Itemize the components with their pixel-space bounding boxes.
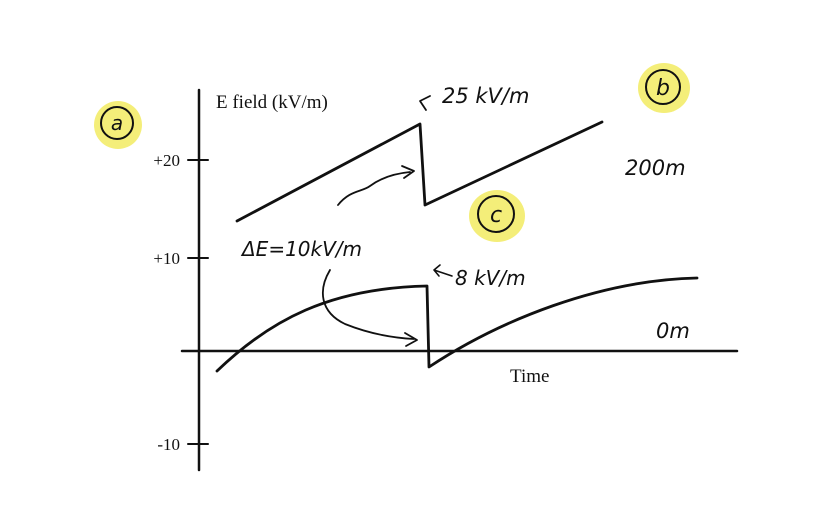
top-altitude-label: 200m — [625, 156, 686, 180]
label-c: c — [490, 203, 502, 228]
delta-e-arrowhead — [404, 332, 418, 347]
label-a: a — [111, 111, 123, 135]
top-jump-arrow — [337, 171, 411, 206]
bottom-altitude-label: 0m — [656, 319, 690, 343]
top-jump-arrowhead — [401, 165, 415, 179]
tick-label-plus-20: +20 — [153, 151, 180, 170]
x-axis-label: Time — [510, 366, 549, 387]
label-c-badge: c — [469, 190, 525, 242]
bottom-peak-label: 8 kV/m — [455, 266, 526, 290]
bottom-peak-arrow — [433, 264, 453, 277]
top-peak-arrow — [419, 95, 431, 111]
delta-e-arrow — [322, 269, 415, 340]
tick-label-plus-10: +10 — [153, 249, 180, 268]
label-a-badge: a — [94, 101, 142, 149]
top-peak-label: 25 kV/m — [442, 84, 529, 108]
top-field-curve — [235, 120, 604, 223]
bottom-field-curve — [215, 276, 699, 373]
label-b: b — [656, 76, 670, 101]
y-axis-label: E field (kV/m) — [216, 92, 328, 113]
label-b-badge: b — [638, 63, 690, 113]
tick-label-minus-10: -10 — [157, 435, 180, 454]
delta-e-label: ΔE=10kV/m — [240, 237, 362, 261]
